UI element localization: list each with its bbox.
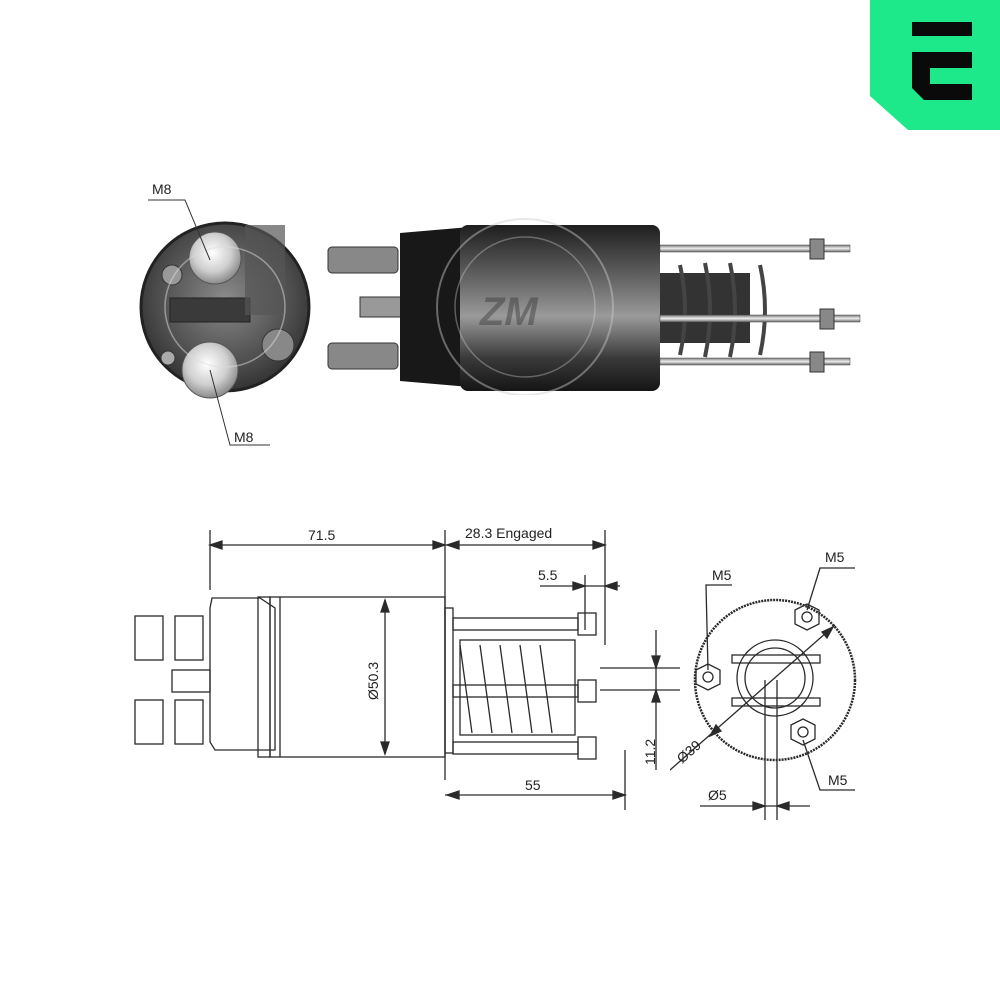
- photo-side-view: ZM: [320, 215, 870, 396]
- stud-bottom-label: M5: [828, 772, 848, 788]
- dim-body-length: 71.5: [308, 527, 335, 543]
- dim-plunger-diameter: Ø5: [708, 787, 727, 803]
- terminal-bottom-label: M8: [234, 429, 254, 445]
- dim-stud-length: 55: [525, 777, 541, 793]
- dim-engaged: 28.3 Engaged: [465, 525, 552, 541]
- drawing-side-elevation: 71.5 28.3 Engaged Ø50.3: [120, 520, 680, 820]
- dim-bolt-circle: Ø39: [673, 737, 704, 767]
- brand-logo: E: [868, 0, 1000, 130]
- photo-end-view: M8 M8: [130, 170, 330, 460]
- stud-top-label: M5: [825, 549, 845, 565]
- terminal-top-label: M8: [152, 181, 172, 197]
- dim-body-diameter: Ø50.3: [365, 662, 381, 700]
- watermark: ZM: [479, 290, 539, 334]
- dim-stud-offset: 5.5: [538, 567, 558, 583]
- dim-stud-spacing: 11.2: [642, 739, 658, 765]
- drawing-end-view: Ø39 Ø5 M5 M5 M5: [669, 540, 880, 830]
- stud-left-label: M5: [712, 567, 732, 583]
